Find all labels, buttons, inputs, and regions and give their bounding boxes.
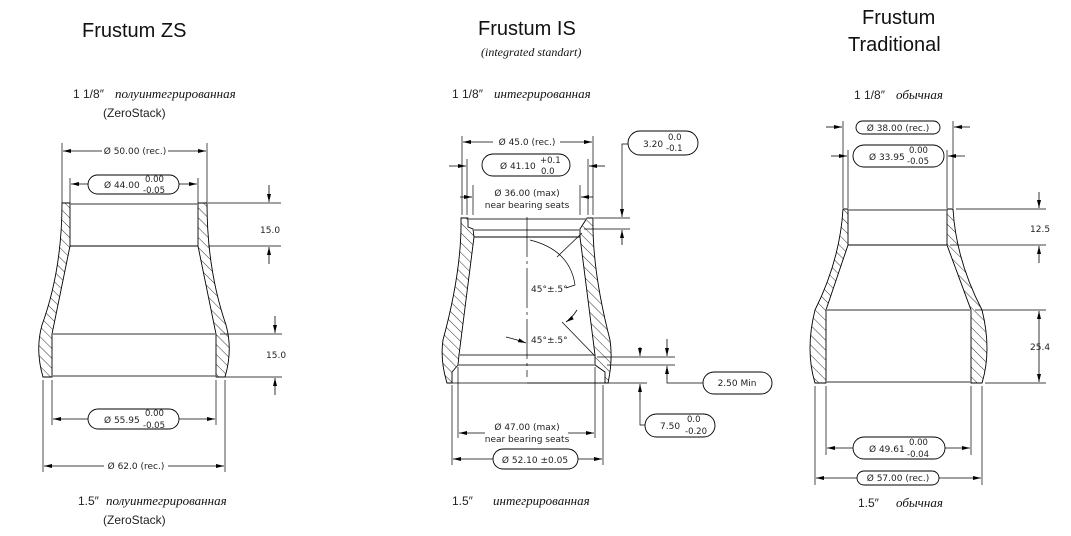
trad-top-size: 1 1/8″ [854, 88, 886, 102]
is-chamfer-min: 2.50 Min [718, 379, 757, 389]
is-max-top-diameter: Ø 36.00 (max) [494, 188, 559, 199]
is-outer-top-diameter: Ø 45.0 (rec.) [499, 137, 556, 148]
is-bottom-depth-tol-up: 0.0 [687, 415, 701, 425]
trad-bore-top-tol-down: -0.05 [907, 157, 929, 167]
zs-title: Frustum ZS [82, 20, 186, 42]
is-max-bottom-diameter: Ø 47.00 (max) [494, 422, 559, 433]
is-top-depth: 3.20 [643, 140, 663, 150]
is-max-top-note: near bearing seats [485, 201, 570, 211]
zs-bore-bottom-diameter: Ø 55.95 [104, 415, 140, 426]
is-right-wall [579, 217, 612, 384]
zs-bore-top-tol-up: 0.00 [145, 175, 164, 185]
trad-left-wall [809, 208, 849, 384]
trad-title-line1: Frustum [862, 7, 935, 29]
is-bore-top-diameter: Ø 41.10 [500, 161, 536, 172]
trad-right-wall [946, 208, 988, 384]
zs-bore-top-tol-down: -0.05 [143, 186, 165, 196]
is-bottom-type: интегрированная [493, 493, 590, 508]
zs-left-wall [38, 202, 71, 378]
trad-bottom-cup-height: 25.4 [1030, 343, 1050, 353]
is-top-depth-tol-up: 0.0 [668, 133, 682, 143]
trad-bore-top-tol-up: 0.00 [909, 146, 928, 156]
zs-right-wall [197, 202, 230, 378]
zs-top-size: 1 1/8″ [73, 87, 105, 101]
zs-top-note: (ZeroStack) [103, 106, 166, 120]
is-bore-top-tol-up: +0.1 [540, 156, 561, 166]
is-angle-top: 45°±.5° [531, 285, 568, 295]
trad-bottom-type: обычная [896, 495, 943, 510]
trad-outer-top-diameter: Ø 38.00 (rec.) [867, 123, 929, 134]
is-angle-bottom: 45°±.5° [531, 336, 568, 346]
zs-bore-bottom-tol-up: 0.00 [145, 409, 164, 419]
trad-bore-bottom-diameter: Ø 49.61 [869, 444, 905, 455]
trad-bore-bottom-tol-down: -0.04 [907, 450, 929, 460]
is-left-wall [441, 217, 475, 384]
frustum-zs-section: Frustum ZS 1 1/8″ полуинтегрированная (Z… [38, 20, 286, 527]
zs-bottom-type: полуинтегрированная [106, 493, 227, 508]
is-subtitle: (integrated standart) [481, 45, 581, 59]
frustum-is-section: Frustum IS (integrated standart) 1 1/8″ … [441, 18, 773, 508]
is-top-type: интегрированная [494, 86, 591, 101]
frustum-traditional-section: Frustum Traditional 1 1/8″ обычная Ø 38.… [809, 7, 1050, 510]
trad-bore-top-diameter: Ø 33.95 [869, 152, 905, 163]
trad-bottom-size: 1.5″ [858, 496, 880, 510]
is-top-size: 1 1/8″ [452, 87, 484, 101]
zs-bottom-size: 1.5″ [78, 494, 100, 508]
is-bottom-depth-tol-down: -0.20 [685, 427, 707, 437]
is-bore-bottom-diameter: Ø 52.10 ±0.05 [502, 455, 568, 466]
is-bore-top-tol-down: 0.0 [541, 167, 555, 177]
zs-bore-top-diameter: Ø 44.00 [104, 180, 140, 191]
is-max-bottom-note: near bearing seats [485, 435, 570, 445]
zs-outer-top-diameter: Ø 50.00 (rec.) [104, 146, 166, 157]
trad-top-cup-height: 12.5 [1030, 225, 1050, 235]
zs-bottom-cup-height: 15.0 [266, 351, 286, 361]
trad-top-type: обычная [896, 87, 943, 102]
trad-title-line2: Traditional [848, 34, 941, 56]
zs-top-type: полуинтегрированная [115, 86, 236, 101]
is-bottom-size: 1.5″ [452, 494, 474, 508]
zs-outer-bottom-diameter: Ø 62.0 (rec.) [108, 461, 165, 472]
zs-bore-bottom-tol-down: -0.05 [143, 421, 165, 431]
zs-bottom-note: (ZeroStack) [103, 513, 166, 527]
is-top-depth-tol-down: -0.1 [666, 144, 683, 154]
zs-top-cup-height: 15.0 [260, 226, 280, 236]
is-title: Frustum IS [478, 18, 576, 40]
trad-bore-bottom-tol-up: 0.00 [909, 438, 928, 448]
is-bottom-depth: 7.50 [660, 422, 680, 432]
trad-outer-bottom-diameter: Ø 57.00 (rec.) [867, 473, 929, 484]
